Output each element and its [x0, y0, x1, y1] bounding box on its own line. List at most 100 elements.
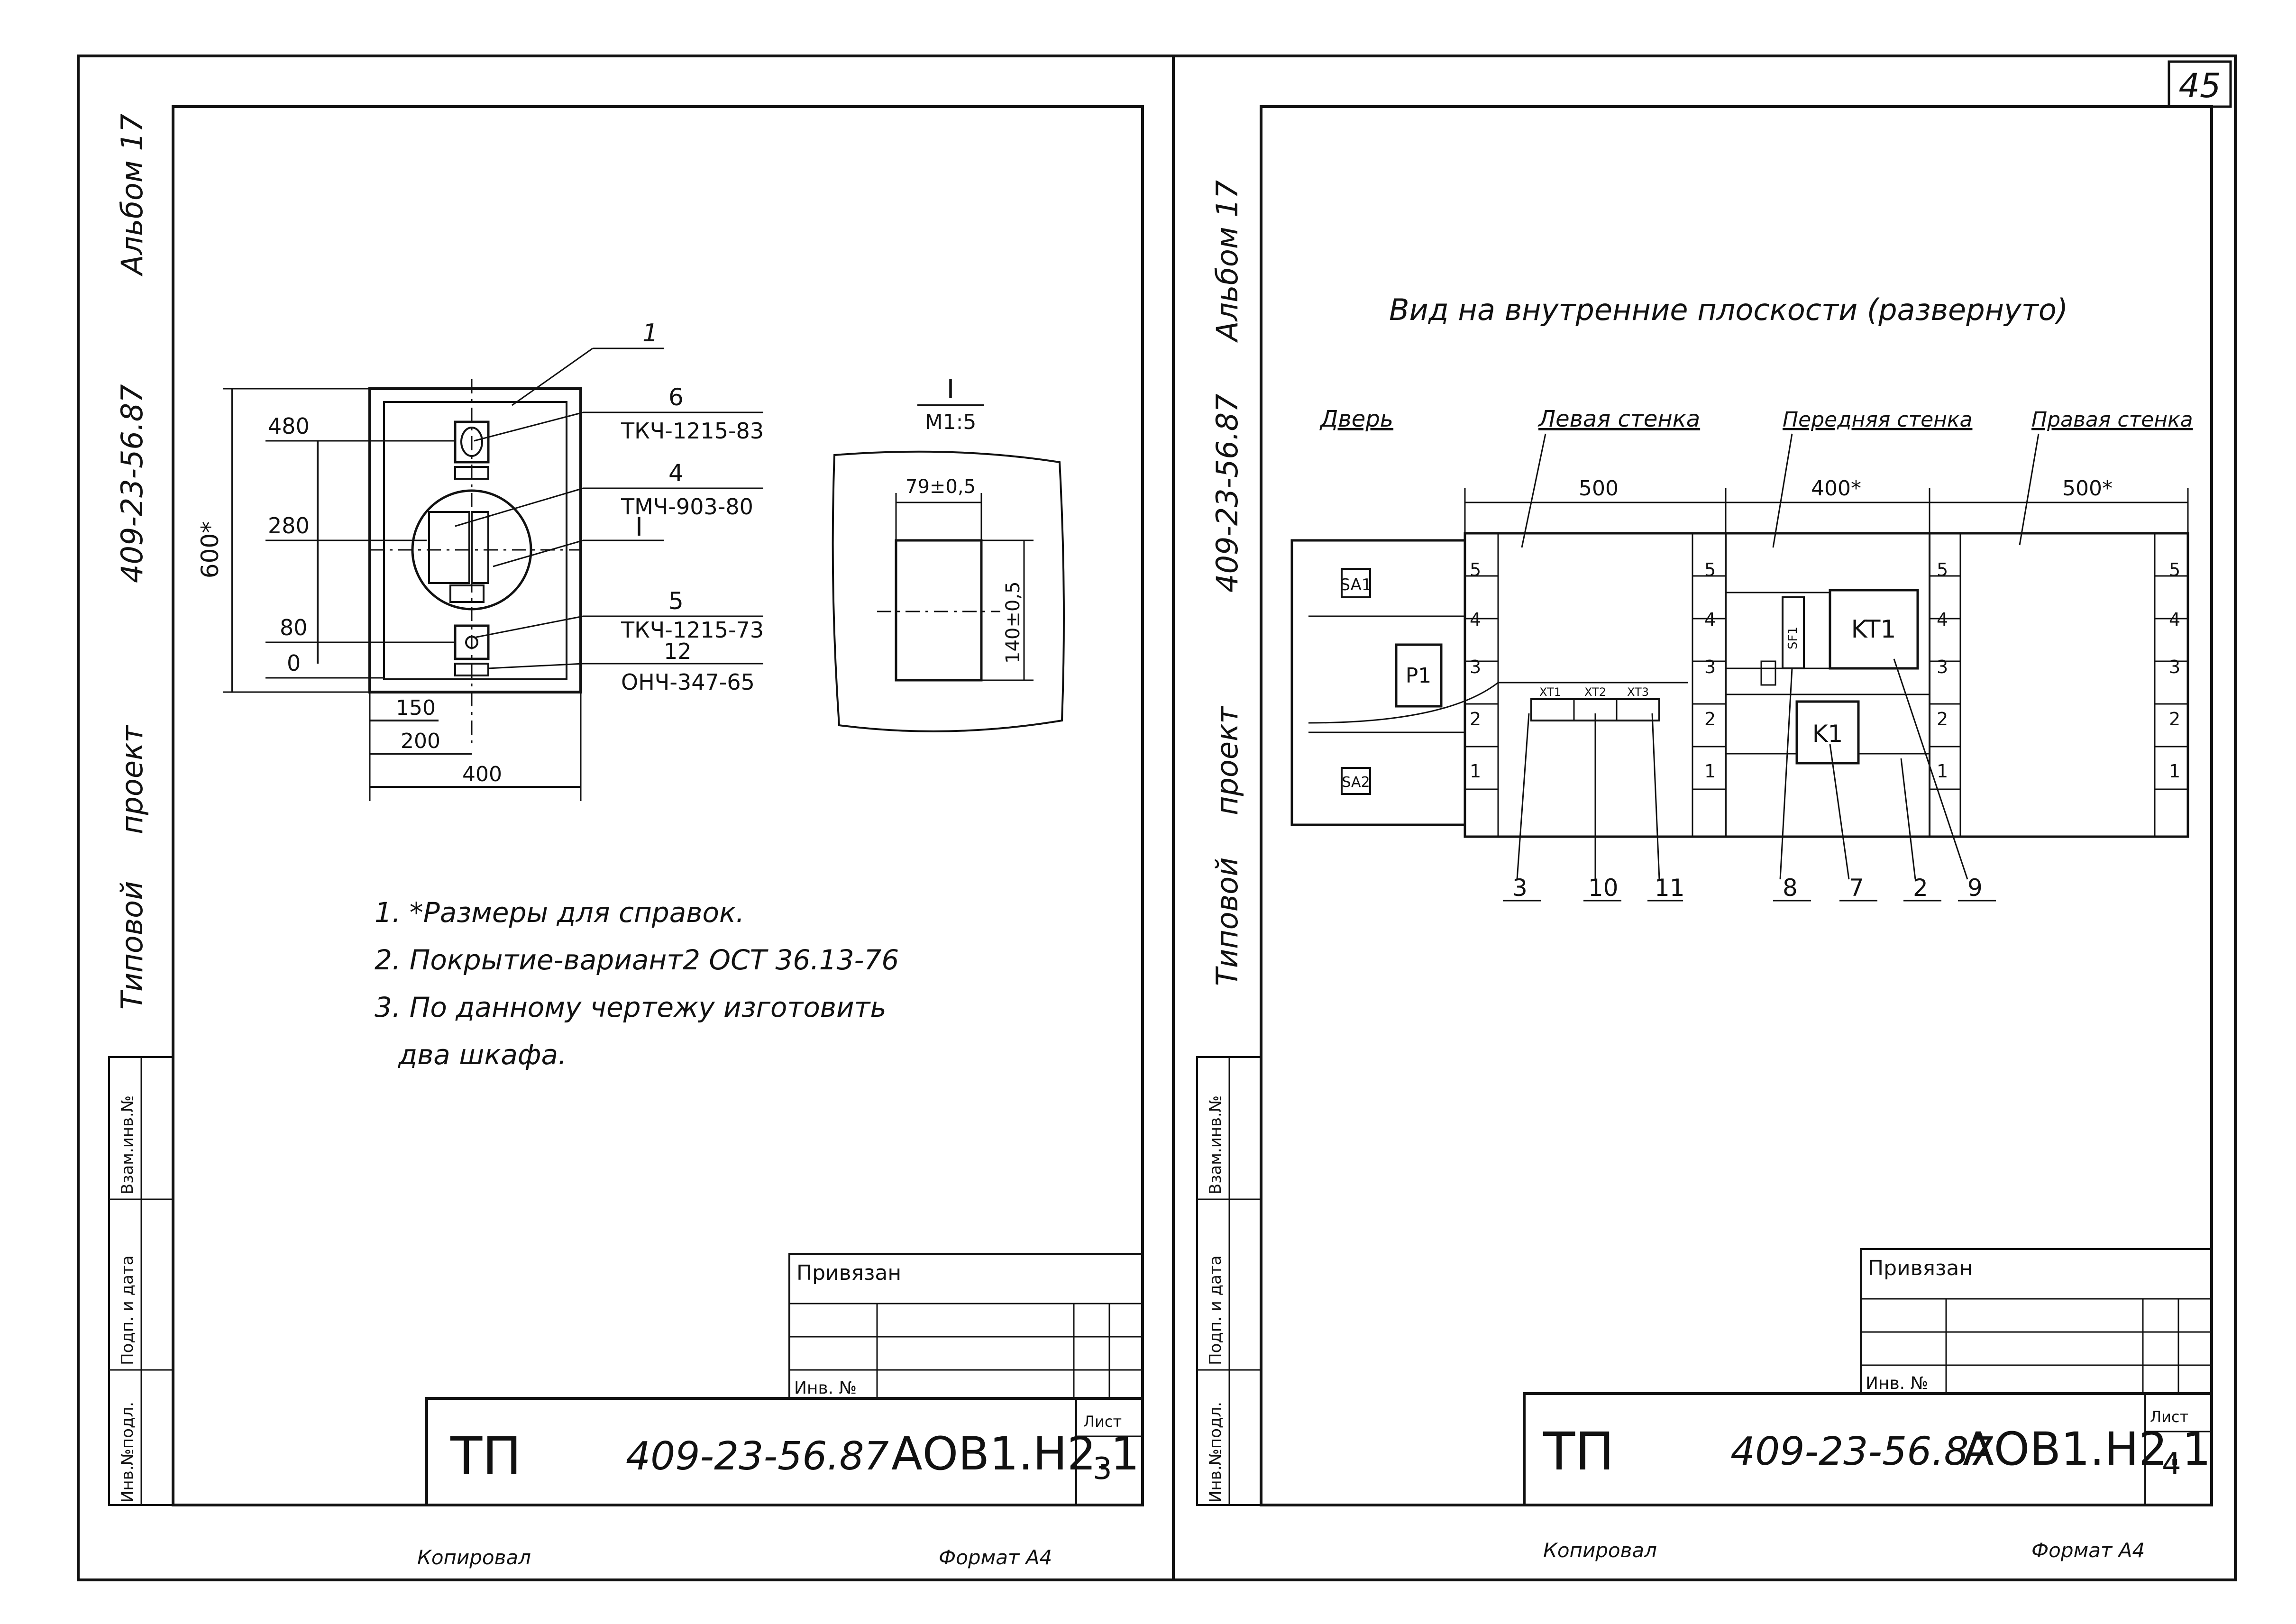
- callout-6-label: ТКЧ-1215-83: [621, 418, 764, 444]
- detail-title: I: [947, 374, 955, 405]
- detail-height: 140±0,5: [1002, 582, 1024, 664]
- rail-1-c: 1: [1937, 761, 1948, 782]
- right-list-num: 4: [2162, 1447, 2181, 1482]
- left-inner-frame: [172, 105, 1144, 1506]
- left-mark: АОВ1.Н2.1: [891, 1427, 1140, 1480]
- right-side-stamp: Альбом 17 409-23-56.87 проект Типовой Ин…: [1196, 180, 1262, 1506]
- label-right-wall: Правая стенка: [2031, 408, 2193, 432]
- right-inv: Инв. №: [1866, 1374, 1928, 1393]
- device-p1: P1: [1406, 664, 1432, 688]
- callout-1: 1: [642, 319, 658, 347]
- rail-1-a: 1: [1470, 761, 1481, 782]
- label-left-wall: Левая стенка: [1537, 406, 1700, 432]
- rail-2-a: 2: [1470, 709, 1481, 730]
- right-side-box-2: Подп. и дата: [1206, 1255, 1225, 1365]
- right-privyazan: Привязан: [1868, 1256, 1973, 1280]
- callout-5: 5: [668, 587, 684, 615]
- callout-12: 12: [664, 639, 692, 664]
- dim-480: 480: [268, 413, 310, 439]
- detail-cutout: [895, 539, 983, 682]
- right-title-block: Привязан Инв. № ТП 409-23-56.87 АОВ1.Н2.…: [1523, 1248, 2213, 1506]
- left-side-box-2: Подп. и дата: [118, 1255, 137, 1365]
- device-xt2: XT2: [1584, 685, 1606, 699]
- right-typical-label: Типовой: [1210, 858, 1244, 986]
- rail-3-b: 3: [1704, 657, 1716, 677]
- right-code: 409-23-56.87: [1730, 1429, 1994, 1474]
- rail-4-b: 4: [1704, 609, 1716, 630]
- rail-4-a: 4: [1470, 609, 1481, 630]
- callout-r-2: 2: [1913, 874, 1928, 902]
- rail-4-d: 4: [2169, 609, 2180, 630]
- right-album-label: Альбом 17: [1210, 180, 1244, 343]
- callout-5-label: ТКЧ-1215-73: [621, 617, 764, 643]
- rail-2-c: 2: [1937, 709, 1948, 730]
- callout-4: 4: [668, 459, 684, 487]
- left-side-stamp: Альбом 17 409-23-56.87 проект Типовой Ин…: [108, 114, 174, 1506]
- cabinet-front-view: 600* 480 280 80 0 150 200 400 1 6 ТКЧ-12…: [196, 319, 764, 801]
- dim-150: 150: [396, 696, 436, 720]
- device-k1: K1: [1812, 720, 1843, 748]
- notes: 1. *Размеры для справок. 2. Покрытие-вар…: [375, 896, 899, 1071]
- rail-1-d: 1: [2169, 761, 2180, 782]
- callout-r-11: 11: [1655, 874, 1685, 902]
- dim-400: 400: [462, 762, 502, 786]
- rail-3-c: 3: [1937, 657, 1948, 677]
- callout-I: I: [635, 512, 643, 542]
- overall-height: 600*: [196, 521, 224, 578]
- detail-breakout: [832, 450, 1065, 732]
- left-side-box-1: Инв.№подл.: [118, 1402, 137, 1503]
- rail-3-a: 3: [1470, 657, 1481, 677]
- left-album-label: Альбом 17: [115, 114, 149, 277]
- device-xt1: XT1: [1539, 685, 1561, 699]
- left-list-num: 3: [1093, 1451, 1112, 1487]
- callout-6: 6: [668, 383, 684, 411]
- right-copied: Копировал: [1543, 1539, 1657, 1562]
- detail-width: 79±0,5: [906, 476, 976, 498]
- note-2: 2. Покрытие-вариант2 ОСТ 36.13-76: [375, 944, 899, 976]
- right-code-label: 409-23-56.87: [1210, 394, 1244, 593]
- left-project-label: проект: [115, 725, 149, 834]
- device-sf1: SF1: [1786, 627, 1800, 649]
- callout-4-label: ТМЧ-903-80: [621, 494, 753, 520]
- left-list-label: Лист: [1083, 1413, 1122, 1431]
- callout-12-label: ОНЧ-347-65: [621, 669, 755, 695]
- right-project-label: проект: [1210, 706, 1244, 815]
- callout-r-7: 7: [1849, 874, 1864, 902]
- right-tp: ТП: [1543, 1421, 1614, 1482]
- detail-scale: М1:5: [925, 410, 977, 434]
- note-3: 3. По данному чертежу изготовить: [375, 991, 887, 1023]
- left-tp: ТП: [450, 1426, 521, 1487]
- detail-I: I М1:5 79±0,5 140±0,5: [832, 374, 1065, 732]
- callout-r-8: 8: [1783, 874, 1798, 902]
- unfolded-view: Дверь Левая стенка Передняя стенка Права…: [1290, 406, 2193, 902]
- rail-5-b: 5: [1704, 559, 1716, 580]
- width-500: 500: [1579, 476, 1619, 501]
- right-format: Формат А4: [2031, 1539, 2145, 1562]
- right-mark: АОВ1.Н2.1: [1963, 1423, 2211, 1476]
- width-400: 400*: [1811, 476, 1861, 501]
- rail-5-a: 5: [1470, 559, 1481, 580]
- page-number: 45: [2178, 66, 2221, 105]
- device-xt3: XT3: [1627, 685, 1649, 699]
- rail-5-c: 5: [1937, 559, 1948, 580]
- callout-r-10: 10: [1588, 874, 1619, 902]
- right-title: Вид на внутренние плоскости (развернуто): [1389, 292, 2068, 327]
- dim-200: 200: [401, 729, 440, 753]
- left-side-box-3: Взам.инв.№: [118, 1095, 137, 1195]
- dim-80: 80: [280, 615, 308, 640]
- rail-2-b: 2: [1704, 709, 1716, 730]
- walls-panel: [1464, 532, 2189, 838]
- right-list-label: Лист: [2150, 1408, 2188, 1426]
- door-panel: [1290, 539, 1466, 826]
- rail-ticks: [1465, 575, 2188, 790]
- right-side-box-3: Взам.инв.№: [1206, 1095, 1225, 1195]
- left-format: Формат А4: [939, 1546, 1052, 1569]
- left-title-block: Привязан Инв. № ТП 409-23-56.87 АОВ1.Н2.…: [425, 1253, 1144, 1506]
- callout-r-9: 9: [1967, 874, 1983, 902]
- device-sa2: SA2: [1342, 774, 1370, 791]
- device-kt1: KT1: [1851, 615, 1896, 644]
- left-typical-label: Типовой: [115, 881, 149, 1010]
- dim-280: 280: [268, 513, 310, 538]
- left-inv: Инв. №: [794, 1378, 857, 1398]
